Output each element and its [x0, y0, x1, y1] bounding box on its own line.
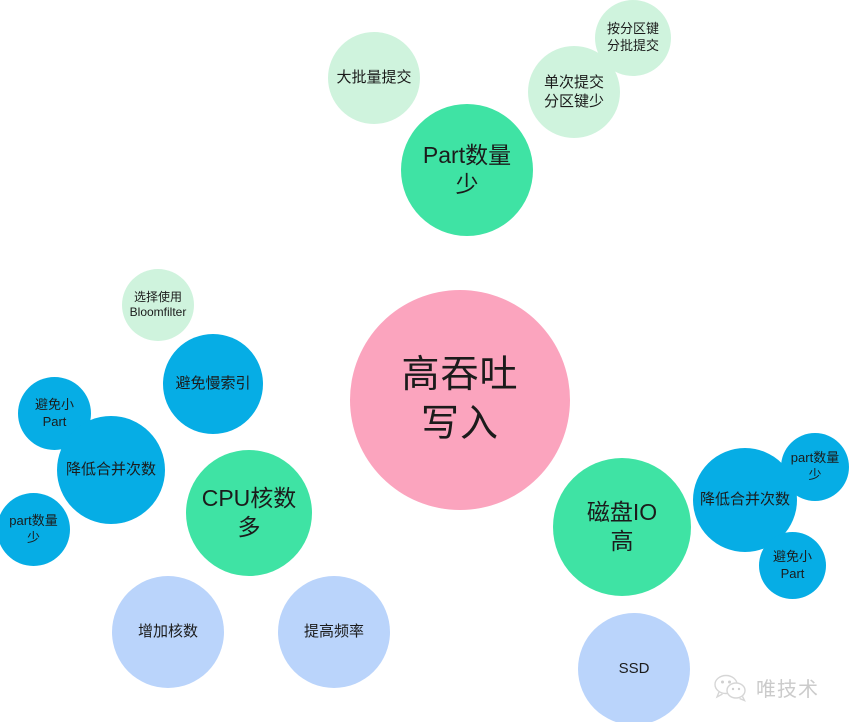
bubble-high-throughput-write-label: 高吞吐 写入	[401, 354, 519, 445]
bubble-increase-frequency[interactable]: 提高频率	[278, 576, 390, 688]
bubble-batch-commit-by-partition-key-label: 按分区键 分批提交	[606, 21, 659, 53]
bubble-choose-bloomfilter[interactable]: 选择使用 Bloomfilter	[122, 269, 194, 341]
bubble-increase-frequency-label: 提高频率	[303, 623, 364, 641]
bubble-avoid-small-part-left-label: 避免小 Part	[34, 396, 74, 429]
watermark: 唯技术	[714, 673, 819, 702]
bubble-part-count-low[interactable]: Part数量 少	[401, 104, 533, 236]
bubble-batch-commit-by-partition-key[interactable]: 按分区键 分批提交	[595, 0, 671, 76]
wechat-icon	[714, 674, 748, 702]
bubble-disk-io-high[interactable]: 磁盘IO 高	[553, 458, 691, 596]
bubble-increase-cores[interactable]: 增加核数	[112, 576, 224, 688]
bubble-single-commit-few-partition-keys-label: 单次提交 分区键少	[543, 73, 604, 110]
bubble-ssd[interactable]: SSD	[578, 613, 690, 722]
bubble-ssd-label: SSD	[618, 660, 650, 678]
watermark-text: 唯技术	[756, 679, 819, 701]
bubble-reduce-merge-count-right-label: 降低合并次数	[699, 491, 790, 509]
bubble-part-count-low-label: Part数量 少	[422, 141, 512, 197]
bubble-cpu-cores-many-label: CPU核数 多	[201, 484, 297, 540]
bubble-avoid-slow-index[interactable]: 避免慢索引	[163, 334, 263, 434]
bubble-part-count-low-left[interactable]: part数量 少	[0, 493, 70, 566]
bubble-high-throughput-write[interactable]: 高吞吐 写入	[350, 290, 570, 510]
bubble-reduce-merge-count-left[interactable]: 降低合并次数	[57, 416, 165, 524]
bubble-part-count-low-right[interactable]: part数量 少	[781, 433, 849, 501]
bubble-part-count-low-left-label: part数量 少	[9, 512, 58, 545]
bubble-increase-cores-label: 增加核数	[137, 623, 198, 641]
bubble-large-batch-commit[interactable]: 大批量提交	[328, 32, 420, 124]
bubble-reduce-merge-count-left-label: 降低合并次数	[65, 461, 156, 479]
bubble-disk-io-high-label: 磁盘IO 高	[586, 498, 658, 554]
bubble-avoid-small-part-right[interactable]: 避免小 Part	[759, 532, 826, 599]
bubble-cpu-cores-many[interactable]: CPU核数 多	[186, 450, 312, 576]
bubble-choose-bloomfilter-label: 选择使用 Bloomfilter	[129, 289, 187, 319]
bubble-part-count-low-right-label: part数量 少	[790, 450, 840, 482]
bubble-avoid-slow-index-label: 避免慢索引	[175, 375, 251, 393]
bubble-large-batch-commit-label: 大批量提交	[336, 69, 412, 87]
bubble-avoid-small-part-right-label: 避免小 Part	[772, 548, 812, 581]
